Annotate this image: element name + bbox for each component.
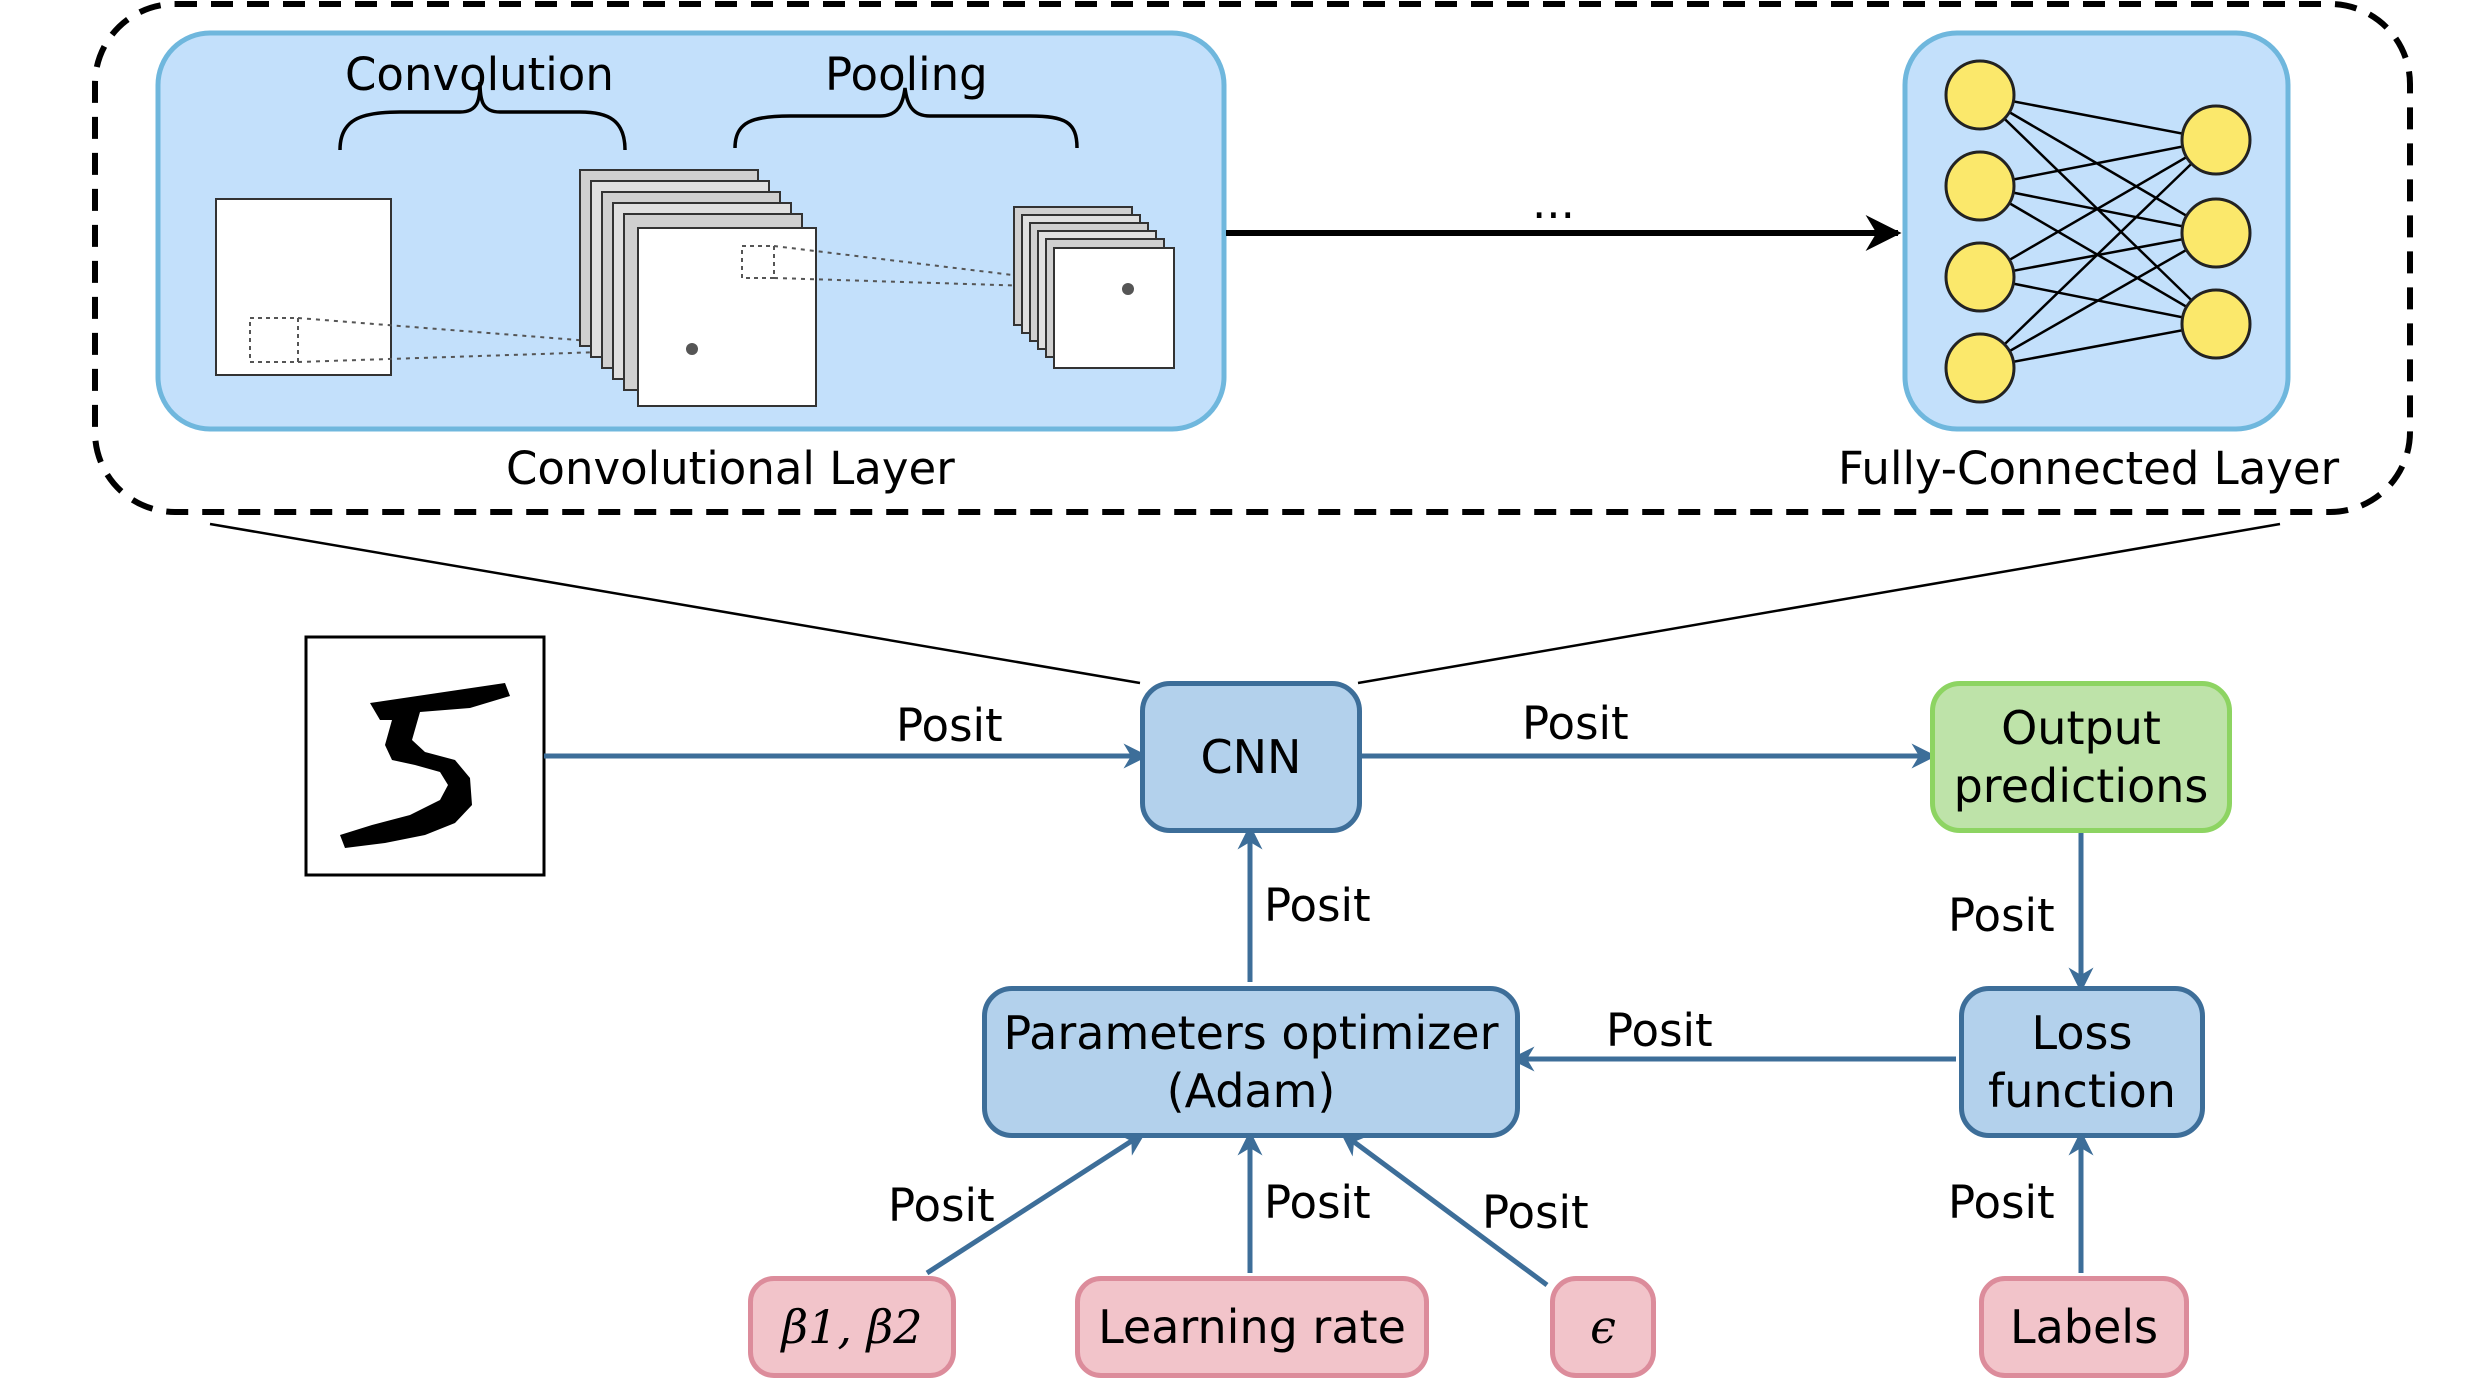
edge-label-betas-to-optimizer: Posit bbox=[888, 1179, 995, 1232]
zoom-line-left bbox=[209, 522, 1141, 685]
edge-label-loss-to-optimizer: Posit bbox=[1606, 1004, 1713, 1057]
edge-label-optimizer-to-cnn: Posit bbox=[1264, 879, 1371, 932]
edge-label-labels-to-loss: Posit bbox=[1948, 1176, 2055, 1229]
output-predictions-node: Output predictions bbox=[1930, 681, 2232, 833]
zoom-region-dashed-box bbox=[92, 1, 2413, 515]
input-feature-map bbox=[215, 198, 392, 376]
convolution-brace bbox=[338, 81, 627, 151]
convolution-feature-maps bbox=[579, 169, 817, 407]
parameters-optimizer-node: Parameters optimizer (Adam) bbox=[982, 986, 1520, 1138]
pooling-feature-maps bbox=[1013, 206, 1175, 369]
edge-label-eps-to-optimizer: Posit bbox=[1482, 1186, 1589, 1239]
loss-function-node: Loss function bbox=[1959, 986, 2205, 1138]
edge-eps-to-optimizer bbox=[1339, 1130, 1549, 1288]
betas-node: β1, β2 bbox=[748, 1276, 956, 1378]
edge-label-output-to-loss: Posit bbox=[1948, 889, 2055, 942]
receptive-field-box bbox=[249, 317, 299, 363]
cnn-node: CNN bbox=[1140, 681, 1362, 833]
digit-five-strokes bbox=[340, 683, 510, 848]
ellipsis-label: ... bbox=[1532, 176, 1575, 229]
convolutional-layer-label: Convolutional Layer bbox=[506, 442, 955, 495]
zoom-line-right bbox=[1357, 522, 2281, 685]
fc-neurons bbox=[1944, 59, 2252, 404]
edge-label-input-to-cnn: Posit bbox=[896, 699, 1003, 752]
epsilon-node: ϵ bbox=[1550, 1276, 1656, 1378]
convolution-label: Convolution bbox=[345, 48, 614, 101]
pooling-brace bbox=[733, 87, 1079, 149]
labels-node: Labels bbox=[1979, 1276, 2189, 1378]
fully-connected-layer-label: Fully-Connected Layer bbox=[1838, 442, 2340, 495]
edge-label-lr-to-optimizer: Posit bbox=[1264, 1176, 1371, 1229]
fc-connections bbox=[1979, 93, 2217, 370]
learning-rate-node: Learning rate bbox=[1075, 1276, 1429, 1378]
edge-betas-to-optimizer bbox=[925, 1130, 1147, 1276]
pooling-label: Pooling bbox=[825, 48, 988, 101]
edge-label-cnn-to-output: Posit bbox=[1522, 697, 1629, 750]
